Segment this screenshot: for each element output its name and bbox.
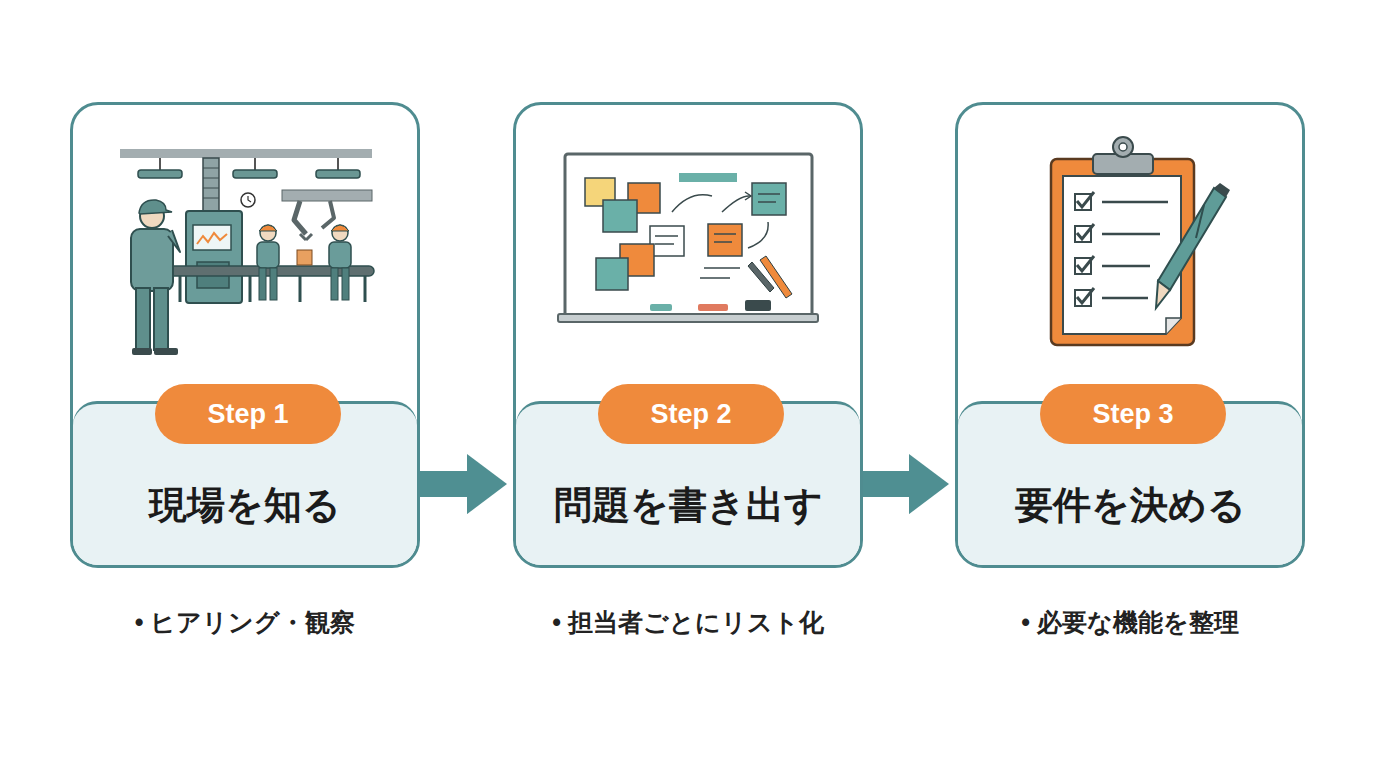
step-description: • 必要な機能を整理 <box>930 606 1330 639</box>
step-badge: Step 1 <box>155 384 341 444</box>
step-number: Step 3 <box>1092 399 1173 430</box>
step-description: • 担当者ごとにリスト化 <box>488 606 888 639</box>
step-card: 現場を知る Step 1 <box>70 102 420 568</box>
flow-arrow <box>420 471 467 497</box>
step-badge: Step 3 <box>1040 384 1226 444</box>
step-number: Step 2 <box>650 399 731 430</box>
step-card: 要件を決める Step 3 <box>955 102 1305 568</box>
step-description: • ヒアリング・観察 <box>45 606 445 639</box>
step-title: 問題を書き出す <box>516 473 860 537</box>
step-badge: Step 2 <box>598 384 784 444</box>
step-card: 問題を書き出す Step 2 <box>513 102 863 568</box>
step-number: Step 1 <box>207 399 288 430</box>
step-title: 現場を知る <box>73 473 417 537</box>
flow-arrow <box>863 471 909 497</box>
step-title: 要件を決める <box>958 473 1302 537</box>
